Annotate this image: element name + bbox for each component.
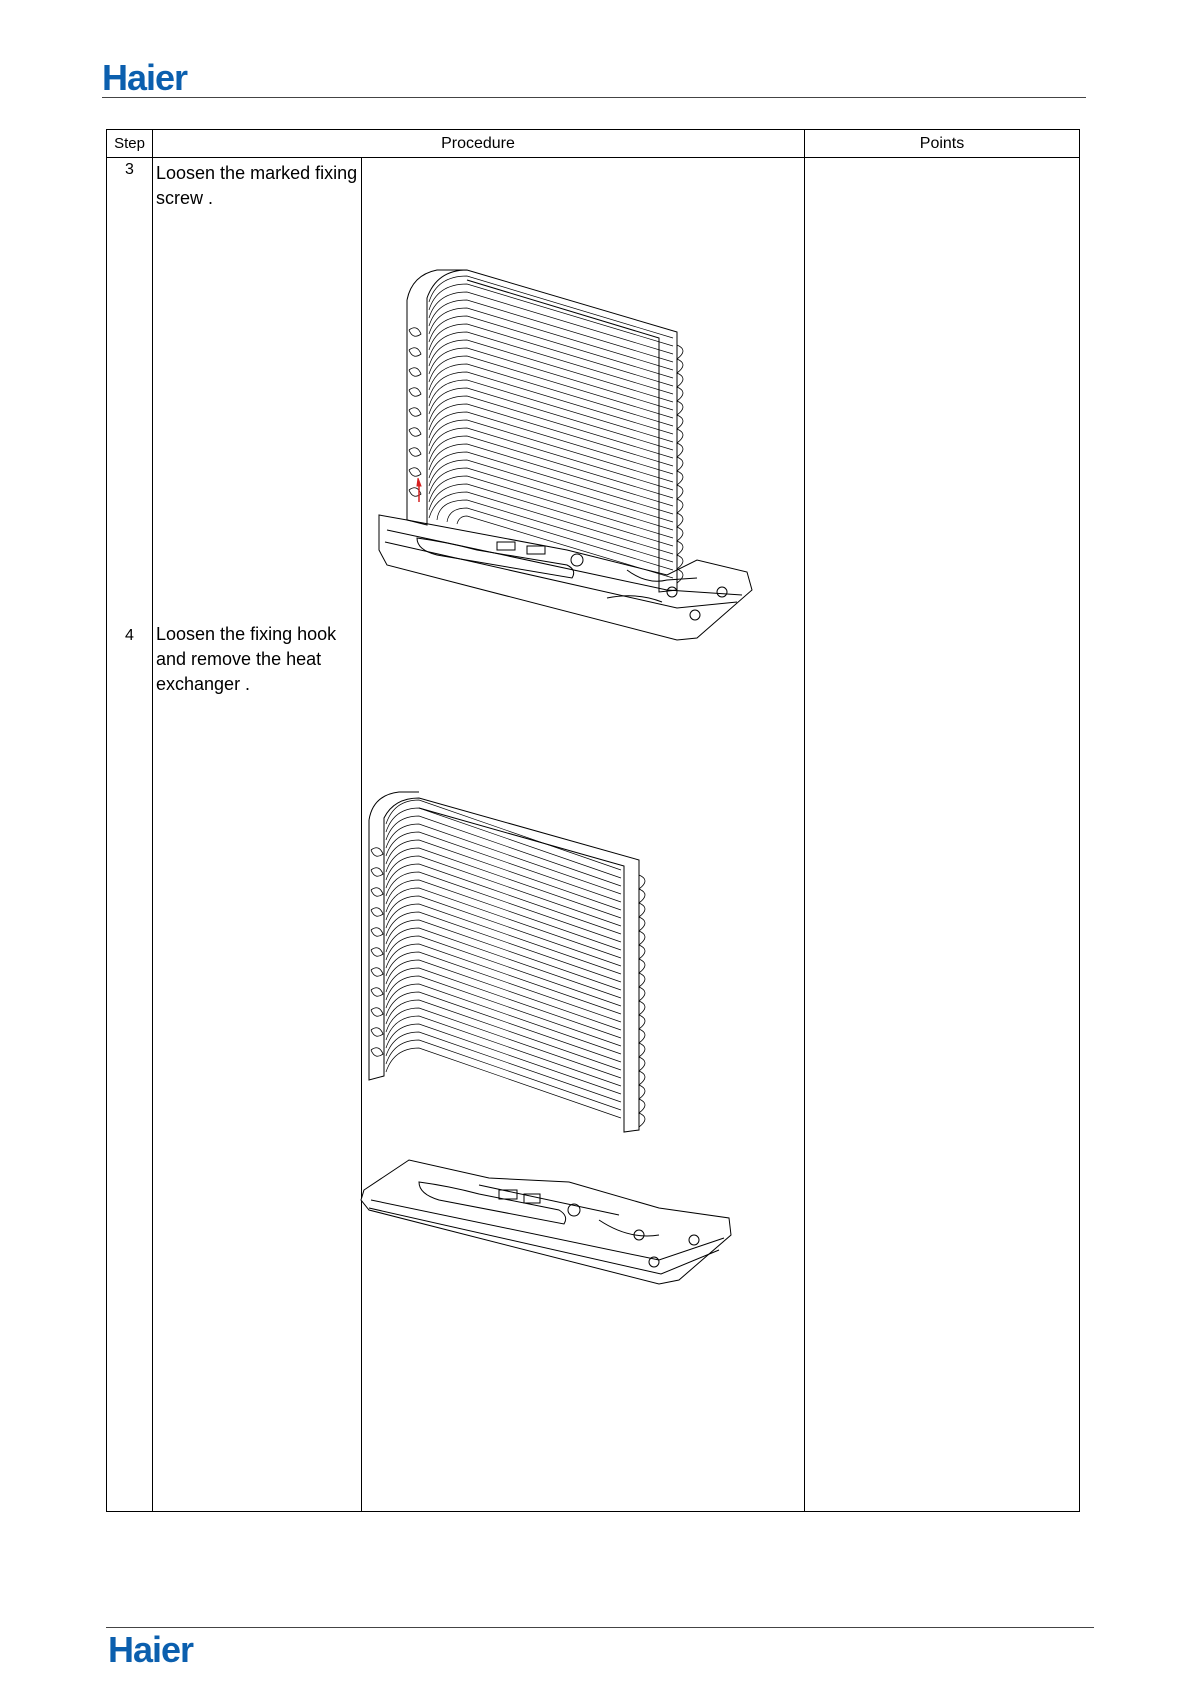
marked-screw-arrow xyxy=(417,478,421,486)
step-number: 3 xyxy=(107,161,152,179)
fins xyxy=(386,800,621,1118)
u-bends-right xyxy=(677,345,683,583)
footer-rule xyxy=(106,1627,1094,1628)
header-rule xyxy=(102,97,1086,98)
step-instruction: Loosen the fixing hook and remove the he… xyxy=(156,622,336,697)
header-points: Points xyxy=(804,130,1080,157)
haier-logo-footer: Haier xyxy=(108,1632,193,1668)
procedure-table: Step Procedure Points 3 Loosen the marke… xyxy=(106,129,1080,1512)
u-bends-left xyxy=(371,848,383,1057)
column-divider xyxy=(152,130,153,1511)
heat-exchanger-figure xyxy=(377,220,797,670)
column-divider xyxy=(804,130,805,1511)
header-procedure: Procedure xyxy=(152,130,804,157)
step-instruction: Loosen the marked fixing screw . xyxy=(156,161,357,211)
haier-logo-header: Haier xyxy=(102,60,187,96)
header-step: Step xyxy=(107,130,152,157)
step-number: 4 xyxy=(107,627,152,645)
u-bends-left xyxy=(409,328,421,497)
heat-exchanger-removed-figure xyxy=(359,790,799,1350)
u-bends-right xyxy=(639,875,645,1127)
header-row-divider xyxy=(107,157,1079,158)
